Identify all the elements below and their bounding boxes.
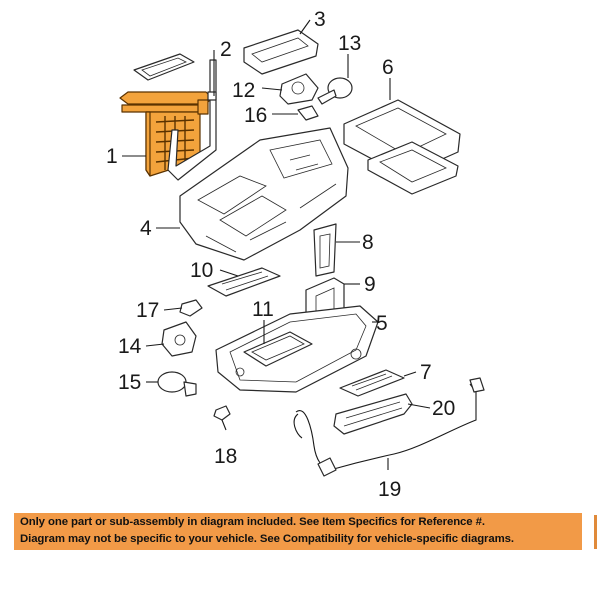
part-2-tube[interactable]	[167, 59, 217, 181]
callout-9: 9	[364, 273, 376, 296]
callouts: 1 2 3 13 12 6 16 4 8 10 9 17 11 5 14 15 …	[106, 8, 455, 501]
part-3-cover[interactable]	[243, 29, 319, 75]
part-6-filter-housing[interactable]	[343, 99, 461, 195]
part-7-filter[interactable]	[339, 369, 405, 397]
callout-12: 12	[232, 79, 255, 102]
callout-11: 11	[252, 298, 274, 321]
disclaimer-line-2: Diagram may not be specific to your vehi…	[20, 533, 514, 545]
seal-gasket[interactable]	[133, 53, 195, 81]
callout-2: 2	[220, 38, 232, 61]
callout-3: 3	[314, 8, 326, 31]
part-12-actuator[interactable]	[279, 73, 319, 105]
callout-18: 18	[214, 445, 237, 468]
callout-7: 7	[420, 361, 432, 384]
callout-14: 14	[118, 335, 142, 358]
callout-20: 20	[432, 397, 455, 420]
part-11-door[interactable]	[243, 331, 313, 367]
disclaimer-line-1: Only one part or sub-assembly in diagram…	[20, 516, 485, 528]
part-4-upper-case[interactable]	[179, 127, 349, 261]
leader-lines	[122, 19, 431, 470]
part-14-actuator[interactable]	[161, 321, 197, 357]
part-16-sensor[interactable]	[297, 105, 319, 121]
callout-17: 17	[136, 299, 159, 322]
callout-15: 15	[118, 371, 141, 394]
edge-mark	[594, 515, 597, 549]
part-18-sensor[interactable]	[213, 405, 231, 421]
disclaimer-banner: Only one part or sub-assembly in diagram…	[14, 513, 582, 550]
part-8-door[interactable]	[313, 223, 337, 277]
part-15-actuator[interactable]	[157, 371, 197, 397]
part-13-motor[interactable]	[317, 77, 353, 105]
part-17-sensor[interactable]	[179, 299, 203, 317]
callout-8: 8	[362, 231, 374, 254]
callout-19: 19	[378, 478, 401, 501]
parts-diagram: 1 2 3 13 12 6 16 4 8 10 9 17 11 5 14 15 …	[106, 8, 485, 501]
part-19-harness[interactable]	[293, 377, 485, 477]
callout-4: 4	[140, 217, 152, 240]
callout-1: 1	[106, 145, 118, 168]
part-20-bracket[interactable]	[333, 393, 413, 435]
callout-6: 6	[382, 56, 394, 79]
callout-13: 13	[338, 32, 361, 55]
callout-10: 10	[190, 259, 213, 282]
callout-5: 5	[376, 312, 388, 335]
part-10-door[interactable]	[207, 267, 281, 297]
callout-16: 16	[244, 104, 267, 127]
